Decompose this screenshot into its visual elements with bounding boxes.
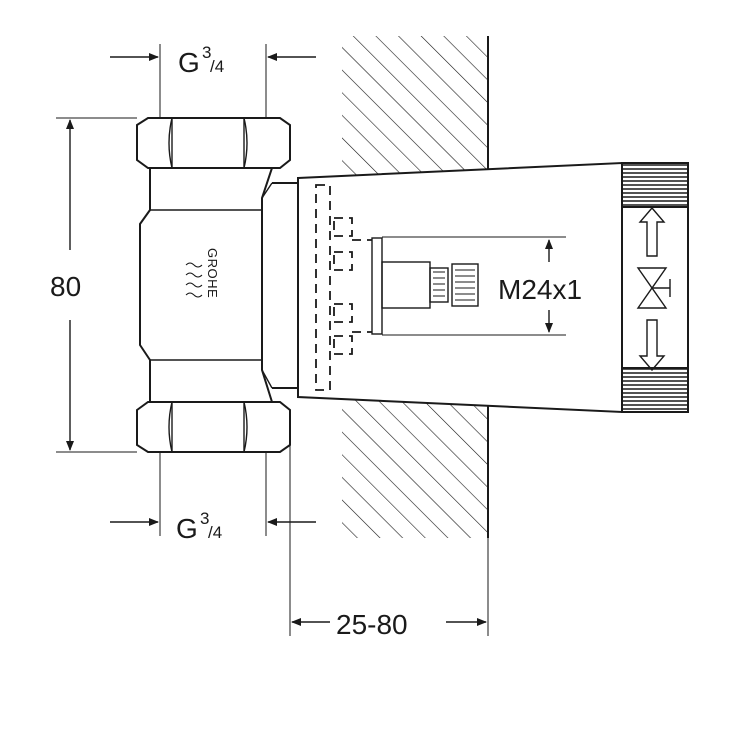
- spindle-thread-label: M24x1: [498, 274, 582, 305]
- top-thread-sub: /4: [210, 57, 224, 76]
- brand-logo: GROHE: [185, 248, 220, 298]
- bottom-thread-label: G: [176, 513, 198, 544]
- depth-dimension: 25-80: [289, 418, 489, 640]
- bottom-thread-sub: /4: [208, 523, 222, 542]
- top-nut: [136, 117, 291, 169]
- double-arrow-icon-bottom: [638, 319, 666, 372]
- top-thread-sup: 3: [202, 43, 211, 62]
- spindle-housing: [297, 161, 623, 414]
- valve-symbol-icon: [636, 267, 671, 309]
- bottom-thread-dimension: G 3 /4: [110, 452, 316, 544]
- depth-label: 25-80: [336, 609, 408, 640]
- top-thread-label: G: [178, 47, 200, 78]
- double-arrow-icon: [638, 206, 666, 257]
- height-dimension: 80: [50, 117, 137, 453]
- bottom-nut: [136, 401, 291, 453]
- top-thread-dimension: G 3 /4: [110, 43, 316, 118]
- logo-waves-icon: [185, 262, 203, 298]
- valve-body: [139, 167, 298, 403]
- height-label: 80: [50, 271, 81, 302]
- bottom-thread-sup: 3: [200, 509, 209, 528]
- logo-text: GROHE: [205, 248, 220, 298]
